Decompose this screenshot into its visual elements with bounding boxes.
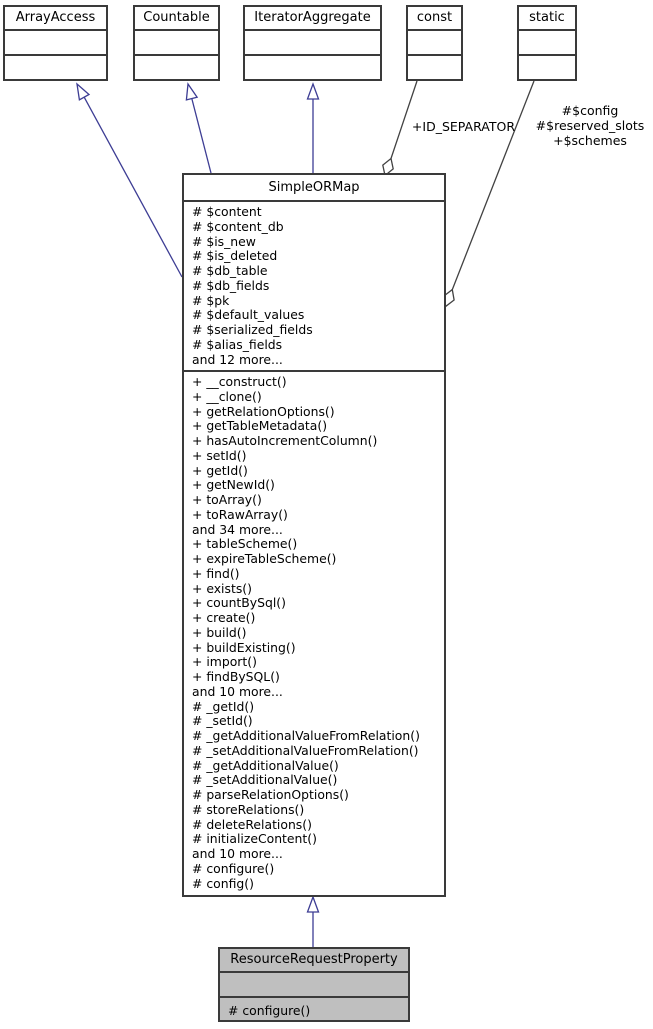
method-row: + __clone() bbox=[192, 388, 262, 404]
hollow-triangle-arrowhead bbox=[185, 82, 199, 101]
method-row: # deleteRelations() bbox=[192, 816, 312, 832]
attribute-row: and 12 more... bbox=[192, 351, 283, 367]
class-box-countable[interactable]: Countable bbox=[133, 5, 220, 81]
class-box-const[interactable]: const bbox=[406, 5, 463, 81]
class-box-iteratoraggregate[interactable]: IteratorAggregate bbox=[243, 5, 382, 81]
method-row: + exists() bbox=[192, 580, 252, 596]
attribute-row: # $default_values bbox=[192, 307, 305, 323]
method-row: + toArray() bbox=[192, 492, 262, 507]
class-box-arrayaccess[interactable]: ArrayAccess bbox=[3, 5, 108, 81]
method-row: # _getId() bbox=[192, 698, 255, 714]
method-row: # _setAdditionalValue() bbox=[192, 772, 338, 788]
edge-label-line: #$config bbox=[561, 103, 619, 118]
method-row: # initializeContent() bbox=[192, 831, 317, 847]
method-row: + getRelationOptions() bbox=[192, 403, 335, 419]
empty-methods-compartment bbox=[135, 54, 218, 77]
edge-label-static-members: #$config#$reserved_slots+$schemes bbox=[531, 103, 649, 148]
method-row: # config() bbox=[192, 875, 254, 891]
method-row: + hasAutoIncrementColumn() bbox=[192, 433, 378, 448]
inheritance-edge-iteratoraggregate bbox=[306, 82, 320, 173]
attribute-row: # $content bbox=[192, 204, 262, 219]
hollow-triangle-arrowhead bbox=[306, 82, 320, 100]
class-name: static bbox=[529, 10, 565, 25]
class-box-resourcerequestproperty[interactable]: ResourceRequestProperty # configure() bbox=[218, 947, 410, 1022]
empty-methods-compartment bbox=[245, 54, 380, 77]
empty-attributes-compartment bbox=[135, 29, 218, 54]
edge-label-line: #$reserved_slots bbox=[535, 118, 645, 133]
class-name: ArrayAccess bbox=[15, 10, 96, 25]
class-name: const bbox=[416, 10, 453, 25]
empty-methods-compartment bbox=[408, 54, 461, 77]
class-box-static[interactable]: static bbox=[517, 5, 577, 81]
inheritance-edge-resourcerequestproperty bbox=[306, 895, 320, 947]
inheritance-edge-arrayaccess bbox=[76, 82, 183, 278]
method-row: # configure() bbox=[192, 860, 275, 876]
attribute-row: # $is_deleted bbox=[192, 248, 278, 264]
method-row: and 34 more... bbox=[192, 521, 283, 537]
method-row: + __construct() bbox=[192, 374, 287, 389]
method-row: + create() bbox=[192, 610, 256, 625]
class-name: IteratorAggregate bbox=[254, 10, 371, 25]
method-row: + setId() bbox=[192, 447, 247, 463]
method-row: # _setId() bbox=[192, 713, 253, 729]
method-row: # parseRelationOptions() bbox=[192, 787, 349, 802]
method-row: + find() bbox=[192, 565, 240, 581]
attribute-row: # $is_new bbox=[192, 233, 256, 249]
method-row: + expireTableScheme() bbox=[192, 551, 337, 566]
method-row: + findBySQL() bbox=[192, 669, 280, 684]
hollow-triangle-arrowhead bbox=[306, 895, 320, 913]
class-box-simpleormap[interactable]: SimpleORMap # $content# $content_db# $is… bbox=[182, 173, 446, 897]
empty-attributes-compartment bbox=[245, 29, 380, 54]
method-row: + getNewId() bbox=[192, 477, 275, 493]
method-row: + buildExisting() bbox=[192, 639, 296, 655]
empty-attributes-compartment bbox=[5, 29, 106, 54]
method-row: # configure() bbox=[228, 1003, 311, 1018]
method-row: # _getAdditionalValue() bbox=[192, 757, 339, 773]
class-name: Countable bbox=[143, 10, 210, 25]
empty-attributes-compartment bbox=[220, 971, 408, 996]
inheritance-edge-countable bbox=[185, 82, 212, 174]
hollow-triangle-arrowhead bbox=[76, 82, 91, 101]
attribute-row: # $db_fields bbox=[192, 277, 270, 293]
method-row: and 10 more... bbox=[192, 846, 283, 861]
attribute-row: # $pk bbox=[192, 292, 230, 308]
edge-label-const-member: +ID_SEPARATOR bbox=[411, 119, 515, 134]
method-row: and 10 more... bbox=[192, 683, 283, 699]
class-name: SimpleORMap bbox=[268, 180, 360, 195]
attribute-row: # $db_table bbox=[192, 263, 268, 278]
methods-compartment: + __construct()+ __clone()+ getRelationO… bbox=[184, 370, 444, 893]
empty-methods-compartment bbox=[5, 54, 106, 77]
attribute-row: # $content_db bbox=[192, 218, 284, 234]
method-row: + getTableMetadata() bbox=[192, 418, 328, 434]
method-row: + countBySql() bbox=[192, 595, 286, 611]
method-row: + tableScheme() bbox=[192, 536, 298, 552]
method-row: + build() bbox=[192, 624, 247, 640]
edge-label-line: +$schemes bbox=[553, 133, 627, 148]
method-row: # _getAdditionalValueFromRelation() bbox=[192, 728, 420, 743]
method-row: + import() bbox=[192, 654, 257, 670]
class-name: ResourceRequestProperty bbox=[230, 952, 398, 967]
empty-attributes-compartment bbox=[519, 29, 575, 54]
attribute-row: # $alias_fields bbox=[192, 336, 283, 352]
attributes-compartment: # $content# $content_db# $is_new# $is_de… bbox=[184, 200, 444, 370]
aggregation-edge-static bbox=[443, 80, 535, 308]
attribute-row: # $serialized_fields bbox=[192, 322, 313, 337]
method-row: + toRawArray() bbox=[192, 506, 288, 522]
method-row: # _setAdditionalValueFromRelation() bbox=[192, 742, 419, 758]
methods-compartment: # configure() bbox=[220, 996, 408, 1018]
empty-methods-compartment bbox=[519, 54, 575, 77]
method-row: + getId() bbox=[192, 462, 248, 478]
empty-attributes-compartment bbox=[408, 29, 461, 54]
method-row: # storeRelations() bbox=[192, 801, 305, 817]
